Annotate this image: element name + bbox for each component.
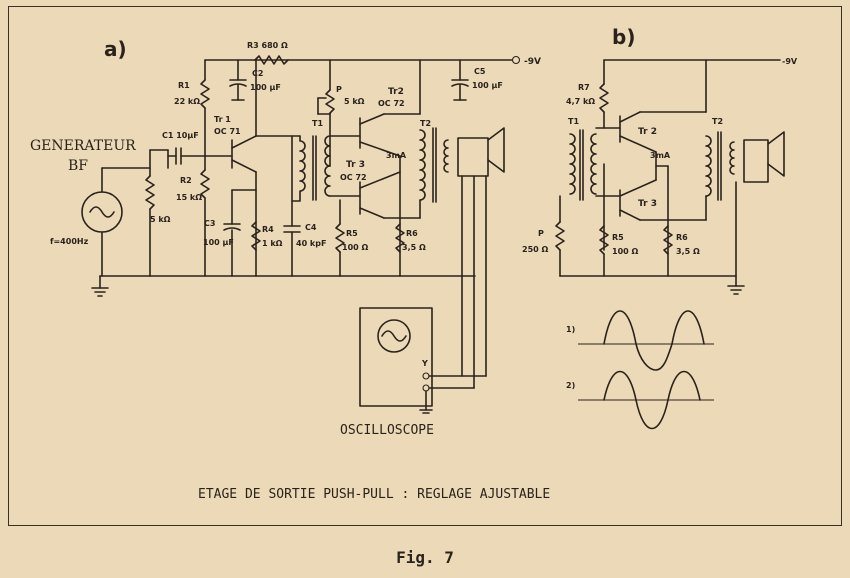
supply-label-b: -9V <box>782 57 798 66</box>
figure-caption: Fig. 7 <box>396 548 454 567</box>
r7-resistor <box>599 83 609 113</box>
r2-name: R2 <box>180 176 192 185</box>
speaker-icon-b <box>767 131 785 177</box>
r3-label: R3 680 Ω <box>247 41 288 50</box>
speaker-icon <box>487 127 505 173</box>
c2-value: 100 µF <box>250 83 281 92</box>
r6-value: 3,5 Ω <box>402 243 426 252</box>
r5-name: R5 <box>346 229 358 238</box>
c1-label: C1 10µF <box>162 131 199 140</box>
generator-pot-value: 5 kΩ <box>150 215 171 224</box>
c5-name: C5 <box>474 67 486 76</box>
p-name-b: P <box>538 229 544 238</box>
r5-resistor <box>335 223 345 253</box>
t1-label-b: T1 <box>568 117 579 126</box>
tr2-name: Tr2 <box>388 87 404 97</box>
r1-name: R1 <box>178 81 190 90</box>
r4-name: R4 <box>262 225 274 234</box>
waveform-2 <box>603 370 701 430</box>
waveform-2-label: 2) <box>566 381 575 390</box>
oscilloscope-y-label: Y <box>421 359 428 368</box>
c3-value: 100 µF <box>203 238 234 247</box>
c4-name: C4 <box>305 223 317 232</box>
t2-primary-b <box>705 135 712 197</box>
r3-resistor <box>254 55 289 65</box>
p-name: P <box>336 85 342 94</box>
oscilloscope-label: OSCILLOSCOPE <box>340 423 434 438</box>
c2-name: C2 <box>252 69 263 78</box>
current-label-a: 3mA <box>386 151 407 160</box>
diagram-title: ETAGE DE SORTIE PUSH-PULL : REGLAGE AJUS… <box>198 487 550 502</box>
t2-primary <box>419 129 426 201</box>
tr3-label-b: Tr 3 <box>638 199 657 209</box>
current-label-b: 3mA <box>650 151 671 160</box>
t1-secondary-b <box>590 133 597 195</box>
oscilloscope-wave-icon <box>381 330 407 342</box>
panel-b: b) -9V R7 4,7 kΩ T1 Tr 2 Tr 3 3mA <box>522 25 798 430</box>
t1-label: T1 <box>312 119 323 128</box>
r1-value: 22 kΩ <box>174 97 200 106</box>
t2-secondary <box>443 139 449 173</box>
r5-value-b: 100 Ω <box>612 247 638 256</box>
waveform-1 <box>603 310 705 371</box>
r2-value: 15 kΩ <box>176 193 202 202</box>
waveform-1-label: 1) <box>566 325 575 334</box>
c3-name: C3 <box>204 219 215 228</box>
tr1-name: Tr 1 <box>214 115 231 124</box>
generator-label-line2: BF <box>68 158 88 174</box>
generator-label-line1: GENERATEUR <box>30 138 136 154</box>
generator-pot <box>145 175 155 210</box>
oscilloscope-ground-input <box>422 384 430 392</box>
drawing-frame <box>8 6 842 526</box>
output-box-b <box>743 139 769 183</box>
p-potentiometer <box>325 89 335 114</box>
r5-value: 100 Ω <box>342 243 368 252</box>
t2-secondary-b <box>729 141 735 175</box>
r7-value: 4,7 kΩ <box>566 97 595 106</box>
c5-value: 100 µF <box>472 81 503 90</box>
tr2-label-b: Tr 2 <box>638 127 657 137</box>
sine-icon <box>89 206 115 218</box>
r4-resistor <box>251 221 261 251</box>
r5-resistor-b <box>599 225 609 255</box>
r6-value-b: 3,5 Ω <box>676 247 700 256</box>
generator-frequency: f=400Hz <box>50 237 89 246</box>
r1-resistor <box>200 79 210 109</box>
panel-b-label: b) <box>612 25 635 49</box>
panel-a: a) -9V R3 680 Ω GENERATEUR BF f=400Hz 5 … <box>30 37 541 438</box>
r2-resistor <box>200 169 210 199</box>
r5-name-b: R5 <box>612 233 624 242</box>
r6-name-b: R6 <box>676 233 688 242</box>
r6-resistor <box>395 223 405 253</box>
output-box <box>457 137 489 177</box>
tr3-name: Tr 3 <box>346 160 365 170</box>
t1-primary-b <box>569 133 576 195</box>
r6-name: R6 <box>406 229 418 238</box>
supply-label-a: -9V <box>524 57 541 67</box>
r4-value: 1 kΩ <box>262 239 283 248</box>
t2-label-b: T2 <box>712 117 723 126</box>
t1-primary <box>291 135 306 202</box>
oscilloscope-screen <box>377 319 411 353</box>
r7-name: R7 <box>578 83 590 92</box>
oscilloscope <box>359 307 433 407</box>
p-potentiometer-b <box>555 221 565 251</box>
tr1-type: OC 71 <box>214 127 241 136</box>
supply-terminal-a <box>511 55 521 65</box>
c4-value: 40 kpF <box>296 239 326 248</box>
oscilloscope-y-input <box>422 372 430 380</box>
p-value-b: 250 Ω <box>522 245 548 254</box>
r6-resistor-b <box>663 225 673 255</box>
tr2-type: OC 72 <box>378 99 405 108</box>
p-value: 5 kΩ <box>344 97 365 106</box>
t2-label: T2 <box>420 119 431 128</box>
panel-a-label: a) <box>104 37 127 61</box>
tr3-type: OC 72 <box>340 173 367 182</box>
